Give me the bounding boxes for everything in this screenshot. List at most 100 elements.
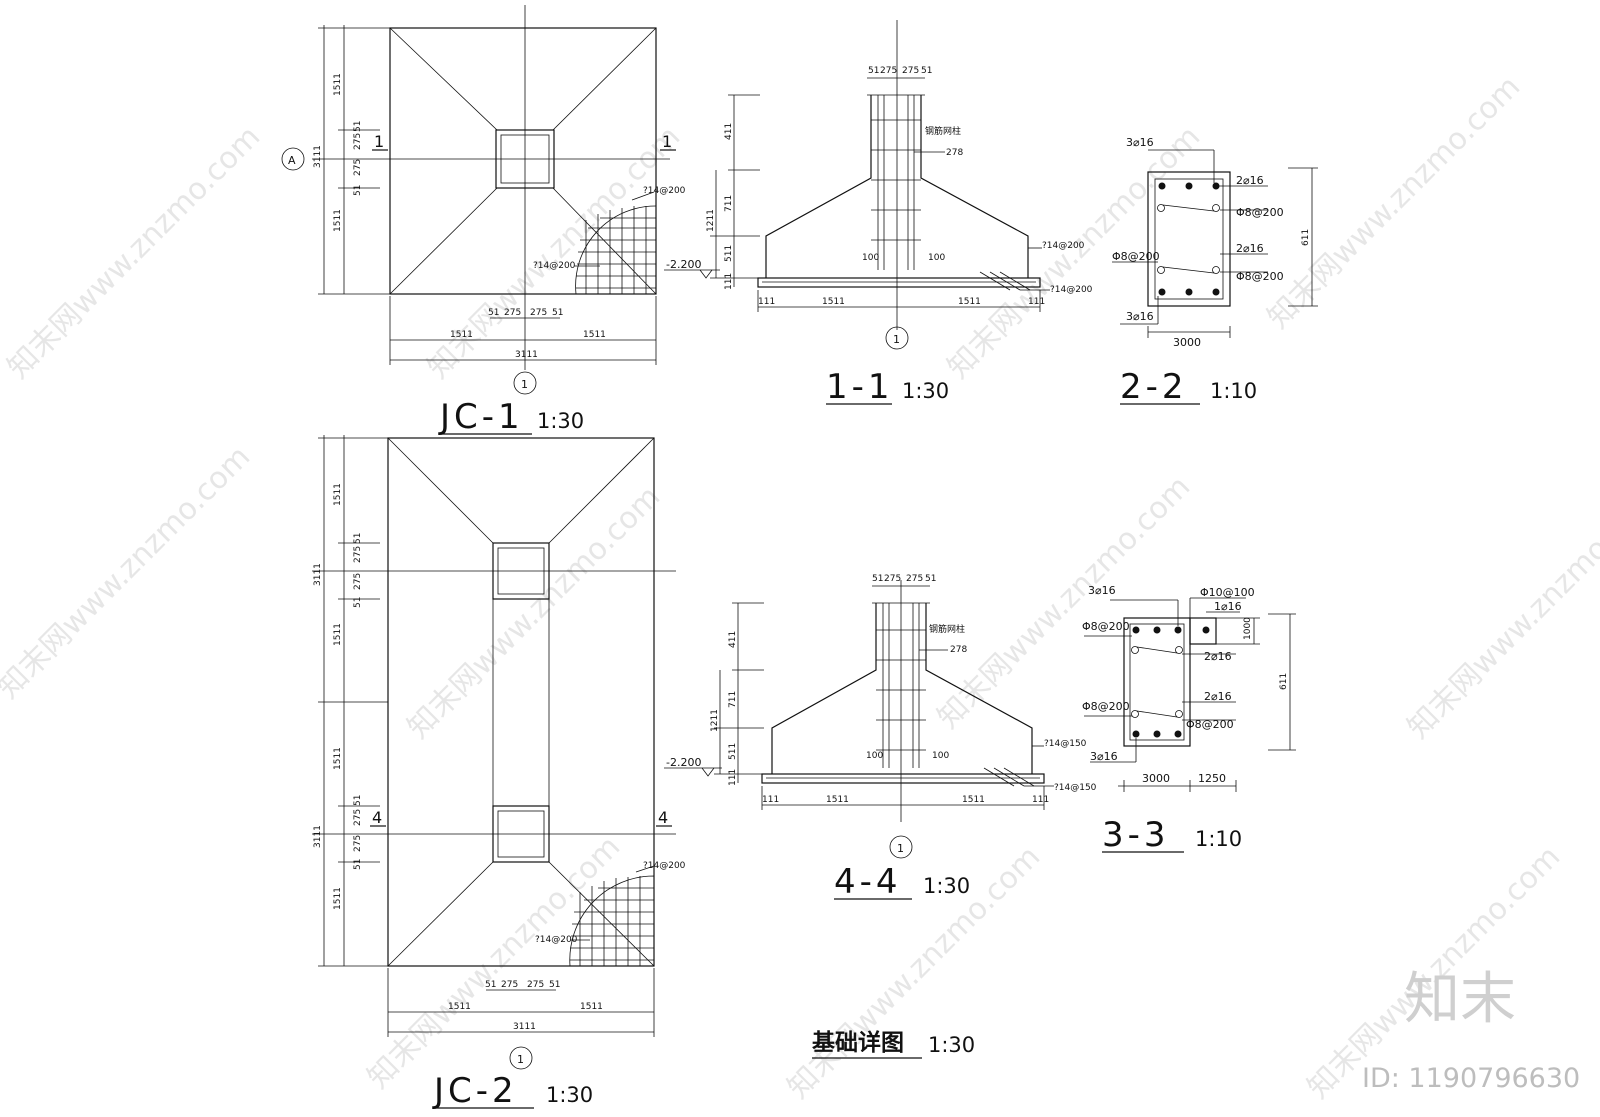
dimension: 1211 bbox=[706, 209, 716, 232]
dimension: 611 bbox=[1279, 673, 1289, 690]
jc1-plan: A 1 1 ?14@200 ?14@200 3111 1511 1511 27 bbox=[281, 5, 686, 437]
dimension: 51 bbox=[921, 66, 932, 76]
rebar-note: ?14@150 bbox=[1054, 783, 1097, 793]
dimension: 51 bbox=[353, 121, 363, 132]
rebar-note: 1⌀16 bbox=[1214, 600, 1242, 613]
dimension: 51 bbox=[353, 533, 363, 544]
rebar-note: 2⌀16 bbox=[1236, 242, 1264, 255]
dimension: 411 bbox=[728, 631, 738, 648]
dimension: 275 bbox=[530, 308, 547, 318]
dimension: 275 bbox=[353, 133, 363, 150]
dimension: 51 bbox=[552, 308, 563, 318]
dimension: 1511 bbox=[826, 795, 849, 805]
rebar-note: ?14@200 bbox=[533, 261, 576, 271]
stirrup-note: Φ8@200 bbox=[1236, 206, 1284, 219]
drawing-title: 1-1 bbox=[826, 367, 894, 407]
drawing-scale: 1:30 bbox=[923, 874, 970, 898]
dimension: 3000 bbox=[1173, 336, 1201, 349]
dimension: 1211 bbox=[710, 709, 720, 732]
sheet-title-block: 基础详图 1:30 bbox=[812, 1029, 975, 1059]
rebar-note: 3⌀16 bbox=[1090, 750, 1118, 763]
watermark: 知末网www.znzmo.com bbox=[781, 839, 1047, 1105]
watermark-layer: 知末网www.znzmo.com 知末网www.znzmo.com 知末网www… bbox=[0, 69, 1600, 1105]
dimension: 275 bbox=[353, 835, 363, 852]
dimension: 3111 bbox=[313, 563, 323, 586]
sheet-title: 基础详图 bbox=[812, 1029, 904, 1056]
drawing-id: ID: 1190796630 bbox=[1362, 1063, 1580, 1094]
brand-block: 知末 ID: 1190796630 bbox=[1362, 967, 1580, 1094]
dimension: 1511 bbox=[333, 209, 343, 232]
dimension: 51 bbox=[353, 859, 363, 870]
watermark: 知末网www.znzmo.com bbox=[361, 829, 627, 1095]
dimension: 51 bbox=[872, 574, 883, 584]
grid-bubble-label: 1 bbox=[517, 1053, 524, 1066]
dimension: 111 bbox=[1028, 297, 1045, 307]
section-2-2: 3⌀16 2⌀16 Φ8@200 2⌀16 Φ8@200 Φ8@200 3⌀16… bbox=[1112, 136, 1318, 407]
dimension: 1511 bbox=[583, 330, 606, 340]
rebar-note: 3⌀16 bbox=[1126, 136, 1154, 149]
stirrup-note: Φ8@200 bbox=[1112, 250, 1160, 263]
watermark: 知末网www.znzmo.com bbox=[1, 119, 267, 385]
dimension: 511 bbox=[724, 245, 734, 262]
stirrup-note: Φ8@200 bbox=[1082, 700, 1130, 713]
elevation-label: -2.200 bbox=[666, 756, 701, 769]
dimension: 51 bbox=[353, 185, 363, 196]
dimension: 3111 bbox=[313, 145, 323, 168]
dimension: 3111 bbox=[515, 350, 538, 360]
dimension: 111 bbox=[724, 273, 734, 290]
dimension: 1511 bbox=[450, 330, 473, 340]
dimension: 1250 bbox=[1198, 772, 1226, 785]
dimension: 51 bbox=[488, 308, 499, 318]
dimension: 3000 bbox=[1142, 772, 1170, 785]
dimension: 1511 bbox=[958, 297, 981, 307]
dimension: 411 bbox=[724, 123, 734, 140]
dimension: 100 bbox=[932, 751, 949, 761]
dimension: 51 bbox=[868, 66, 879, 76]
dimension: 100 bbox=[928, 253, 945, 263]
column-rebar-note: 钢筋网柱 bbox=[925, 125, 961, 137]
drawing-title: 4-4 bbox=[834, 862, 902, 902]
rebar-note: ?14@200 bbox=[1050, 285, 1093, 295]
column-rebar-note: 钢筋网柱 bbox=[929, 623, 965, 635]
dimension: 3111 bbox=[313, 825, 323, 848]
dimension: 511 bbox=[728, 743, 738, 760]
dimension: 275 bbox=[353, 573, 363, 590]
tie-note: Φ10@100 bbox=[1200, 586, 1255, 599]
sheet-scale: 1:30 bbox=[928, 1033, 975, 1057]
stirrup-note: Φ8@200 bbox=[1236, 270, 1284, 283]
dimension: 111 bbox=[728, 769, 738, 786]
watermark: 知末网www.znzmo.com bbox=[1401, 479, 1600, 745]
stirrup-note: Φ8@200 bbox=[1082, 620, 1130, 633]
section-mark: 4 bbox=[372, 808, 382, 827]
dimension: 100 bbox=[862, 253, 879, 263]
dimension: 1511 bbox=[333, 623, 343, 646]
drawing-scale: 1:10 bbox=[1210, 379, 1257, 403]
dimension: 275 bbox=[527, 980, 544, 990]
rebar-note: 278 bbox=[946, 148, 963, 158]
grid-bubble-label: 1 bbox=[521, 378, 528, 391]
dimension: 275 bbox=[501, 980, 518, 990]
dimension: 1511 bbox=[822, 297, 845, 307]
drawing-title: JC-2 bbox=[432, 1071, 518, 1111]
section-mark: 1 bbox=[662, 132, 672, 151]
rebar-note: 2⌀16 bbox=[1204, 650, 1232, 663]
watermark: 知末网www.znzmo.com bbox=[401, 479, 667, 745]
drawing-scale: 1:30 bbox=[546, 1083, 593, 1107]
rebar-note: 3⌀16 bbox=[1126, 310, 1154, 323]
section-1-1: 51 275 275 51 钢筋网柱 278 100 100 ?14@200 ?… bbox=[664, 20, 1093, 407]
section-mark: 1 bbox=[374, 132, 384, 151]
drawing-scale: 1:10 bbox=[1195, 827, 1242, 851]
dimension: 100 bbox=[866, 751, 883, 761]
dimension: 611 bbox=[1301, 229, 1311, 246]
stirrup-note: Φ8@200 bbox=[1186, 718, 1234, 731]
watermark: 知末网www.znzmo.com bbox=[931, 469, 1197, 735]
dimension: 1511 bbox=[580, 1002, 603, 1012]
rebar-note: 3⌀16 bbox=[1088, 584, 1116, 597]
dimension: 1511 bbox=[333, 887, 343, 910]
drawing-title: JC-1 bbox=[438, 397, 524, 437]
elevation-label: -2.200 bbox=[666, 258, 701, 271]
dimension: 111 bbox=[758, 297, 775, 307]
drawing-scale: 1:30 bbox=[902, 379, 949, 403]
watermark: 知末网www.znzmo.com bbox=[941, 119, 1207, 385]
grid-bubble-label: 1 bbox=[897, 842, 904, 855]
